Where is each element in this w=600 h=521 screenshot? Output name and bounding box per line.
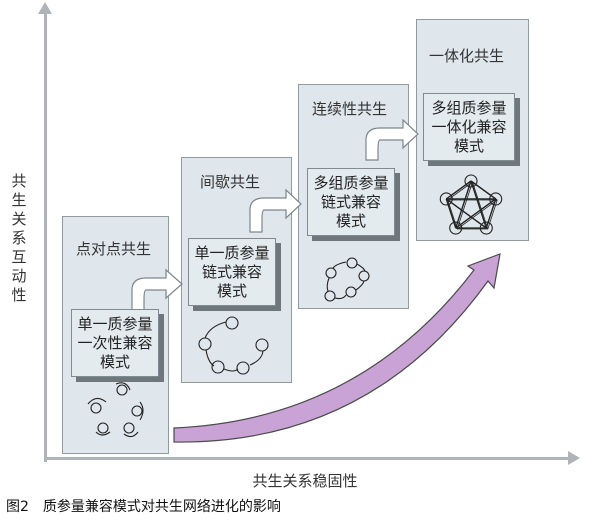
y-axis-label: 共生关系互动性 — [11, 172, 27, 304]
network-node — [131, 405, 143, 417]
figure-caption: 图2 质参量兼容模式对共生网络进化的影响 — [6, 496, 281, 516]
mode-box-3: 多组质参量 链式兼容 模式 — [307, 168, 395, 236]
mode-box-4: 多组质参量 一体化兼容 模式 — [423, 93, 515, 161]
network-link — [445, 180, 472, 200]
network-link — [204, 321, 227, 339]
x-axis-label: 共生关系稳固性 — [252, 472, 358, 490]
mode-1-line-1: 单一质参量 — [77, 315, 153, 333]
mode-3-line-1: 多组质参量 — [313, 174, 389, 192]
network-node — [97, 422, 109, 434]
network-link — [326, 277, 330, 292]
network-link — [95, 431, 111, 436]
network-link — [249, 350, 264, 366]
network-link — [355, 280, 365, 291]
x-axis — [44, 457, 570, 460]
network-link — [485, 198, 497, 229]
network-link — [139, 401, 144, 421]
mode-box-2: 单一质参量 链式兼容 模式 — [188, 238, 276, 306]
network-node — [123, 422, 135, 434]
mode-1-line-2: 一次性兼容 — [77, 334, 153, 352]
network-link — [223, 368, 239, 372]
step-arrow-3 — [365, 118, 419, 161]
network-link — [455, 198, 497, 229]
stage-1-title: 点对点共生 — [76, 240, 152, 258]
network-link — [472, 181, 498, 201]
x-axis-arrowhead — [568, 451, 580, 465]
network-node — [464, 174, 478, 188]
network-node — [198, 337, 212, 351]
mode-2-line-3: 模式 — [216, 282, 247, 300]
network-node — [439, 192, 453, 206]
network-link — [115, 382, 131, 391]
stage-3-title: 连续性共生 — [312, 100, 388, 118]
network-node — [346, 257, 358, 269]
mode-1-line-3: 模式 — [99, 353, 130, 371]
mode-3-line-2: 链式兼容 — [320, 193, 381, 211]
network-node — [479, 221, 493, 235]
network-node — [90, 402, 102, 414]
y-axis-arrowhead — [38, 2, 52, 14]
network-full-mesh — [439, 174, 503, 235]
network-chain — [198, 316, 269, 375]
network-link — [123, 431, 139, 438]
network-node — [116, 384, 128, 396]
network-ring — [324, 257, 370, 302]
network-node — [225, 316, 239, 330]
mode-3-line-3: 模式 — [335, 212, 366, 230]
network-node — [324, 290, 336, 302]
step-arrow-2 — [249, 188, 302, 233]
network-node — [489, 192, 503, 206]
step-arrow-1 — [131, 268, 183, 319]
mode-2-line-2: 链式兼容 — [201, 263, 262, 281]
mode-4-line-1: 多组质参量 — [431, 99, 507, 117]
network-node — [255, 338, 269, 352]
network-node — [358, 270, 370, 282]
growth-curve-arrow — [173, 253, 501, 443]
network-node — [211, 360, 225, 374]
network-link — [332, 261, 347, 269]
network-node — [325, 267, 337, 279]
y-axis — [44, 12, 47, 462]
mode-box-1: 单一质参量 一次性兼容 模式 — [71, 309, 159, 377]
network-node — [345, 286, 357, 298]
network-link — [455, 180, 472, 229]
network-link — [456, 199, 498, 230]
figure-number: 图2 — [6, 499, 29, 515]
figure-title: 质参量兼容模式对共生网络进化的影响 — [42, 499, 281, 515]
network-link — [456, 181, 473, 230]
network-link — [205, 349, 215, 367]
mode-4-line-2: 一体化兼容 — [431, 118, 507, 136]
network-scattered — [87, 382, 144, 438]
network-link — [334, 294, 347, 300]
network-link — [356, 263, 366, 272]
network-link — [447, 199, 458, 230]
stage-2-title: 间歇共生 — [200, 173, 261, 191]
mode-4-line-3: 模式 — [453, 137, 484, 155]
network-link — [470, 180, 487, 229]
network-node — [236, 361, 250, 375]
network-link — [87, 397, 107, 405]
network-link — [445, 198, 457, 229]
network-node — [449, 221, 463, 235]
network-link — [472, 181, 489, 230]
stage-4-title: 一体化共生 — [429, 47, 505, 65]
mode-2-line-1: 单一质参量 — [194, 244, 270, 262]
